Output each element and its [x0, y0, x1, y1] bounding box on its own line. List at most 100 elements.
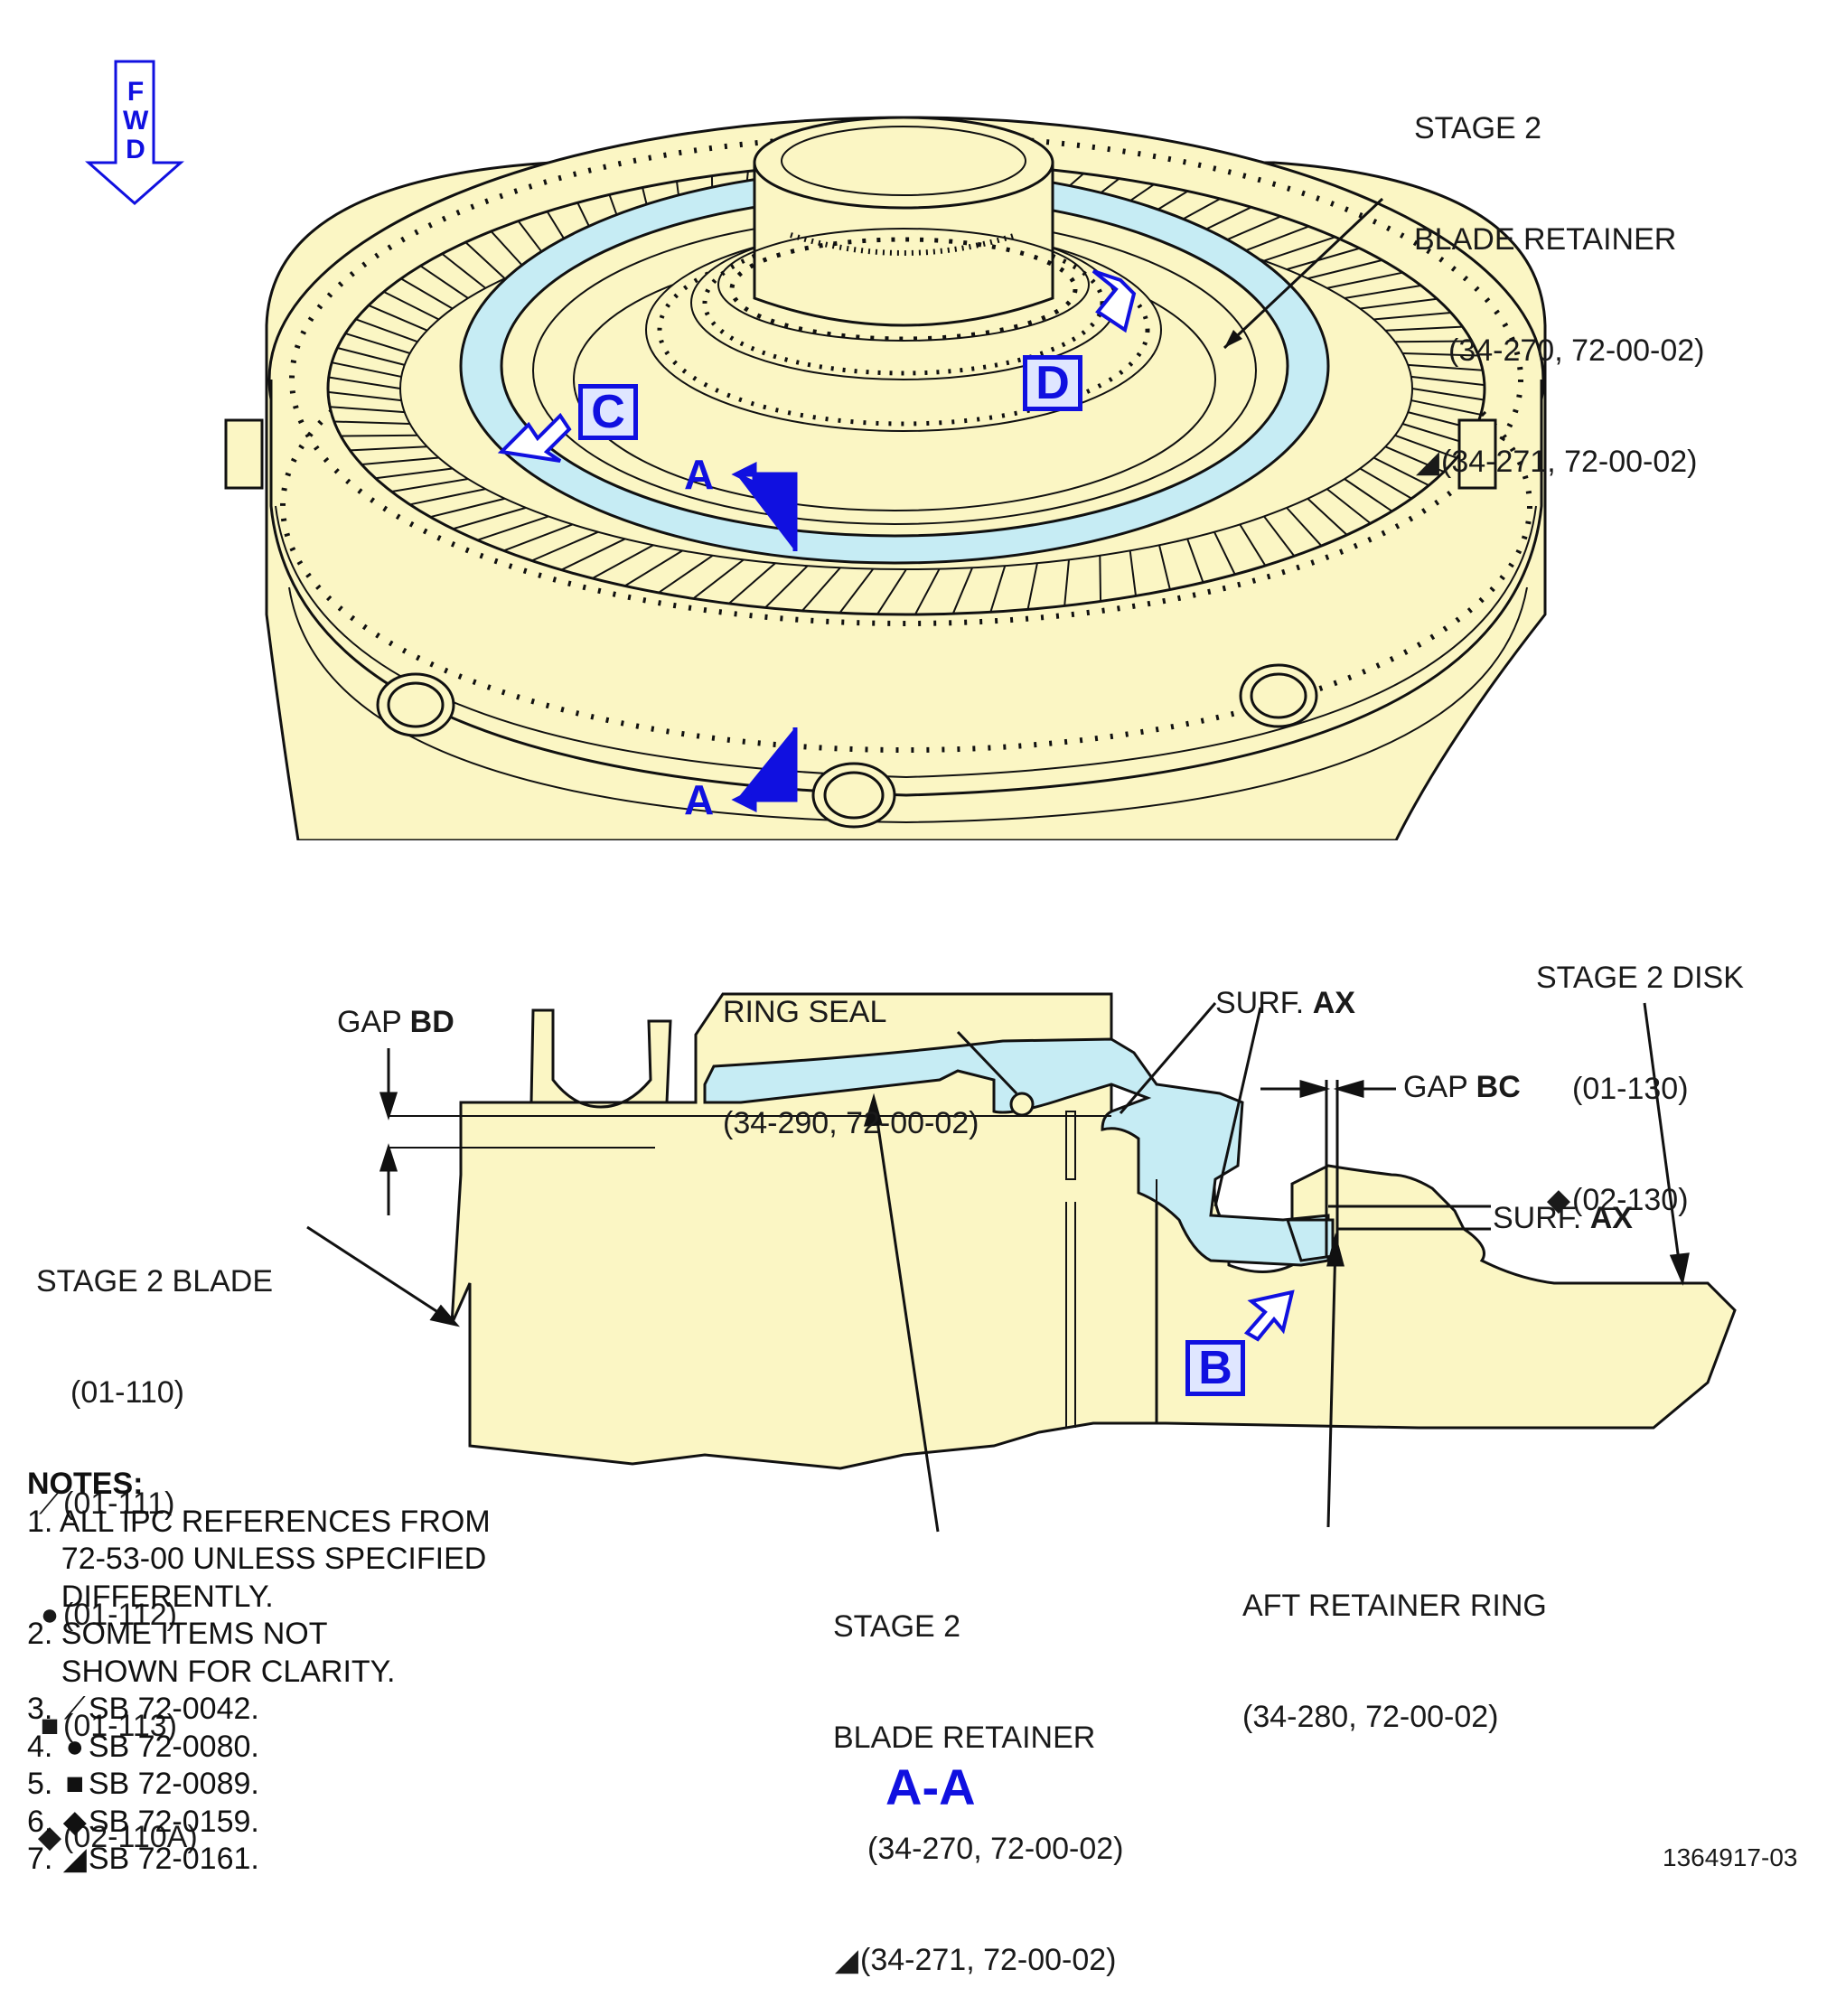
blade-line — [419, 265, 469, 299]
blade-line — [914, 568, 941, 615]
note-number: 5. — [27, 1767, 61, 1801]
ref: (01-113) — [63, 1709, 177, 1743]
blade-line — [453, 506, 527, 530]
blade-line — [1410, 375, 1485, 387]
gap-bc-dimension — [1260, 1079, 1396, 1256]
blade-line — [1286, 507, 1323, 547]
blade-line — [1360, 297, 1438, 310]
blade-line — [1307, 258, 1382, 280]
side-bosses — [224, 418, 1497, 829]
ref: (34-290, 72-00-02) — [723, 1106, 979, 1140]
blade-line — [490, 230, 527, 270]
note-sb: SB 72-0080. — [88, 1729, 259, 1764]
blade-line — [430, 497, 505, 519]
section-title: A-A — [885, 1758, 976, 1815]
blade-line — [1373, 311, 1451, 321]
diamond-icon: ◆ — [37, 1820, 62, 1854]
blade-line — [1344, 284, 1421, 299]
blade-line — [1344, 478, 1393, 512]
blade-line — [1401, 423, 1467, 445]
ref: (01-112) — [63, 1598, 177, 1632]
blade-line — [375, 467, 453, 480]
gap-bd-dimension — [379, 1048, 398, 1215]
blade-line — [989, 565, 1007, 613]
blade-line — [333, 420, 410, 426]
label-line: RING SEAL — [723, 995, 887, 1029]
section-cut-line-a-lower — [731, 727, 798, 813]
blade-line — [1402, 352, 1479, 357]
blade-line — [1129, 550, 1138, 596]
note-line: SHOWN FOR CLARITY. — [27, 1654, 396, 1689]
view-callout-b[interactable]: B — [1185, 1340, 1245, 1396]
blade-line — [1410, 399, 1481, 416]
view-arrow-b — [1243, 1289, 1295, 1342]
ring-seal-section — [1009, 1092, 1035, 1117]
fwd-label: F W D — [123, 78, 148, 164]
notes-block: NOTES: 1. ALL IPC REFERENCES FROM 72-53-… — [27, 1466, 491, 1879]
triangle-flag-icon: ◢ — [834, 1943, 859, 1977]
blade-line — [560, 538, 626, 571]
blade-line — [764, 565, 809, 609]
ref: (34-271, 72-00-02) — [860, 1943, 1117, 1977]
label-line: STAGE 2 — [833, 1609, 961, 1644]
blade-line — [1286, 247, 1360, 271]
label-prefix: GAP — [337, 1005, 410, 1039]
label-code: AX — [1312, 986, 1355, 1020]
ref: (02-130) — [1572, 1183, 1689, 1217]
label-prefix: SURF. — [1493, 1201, 1590, 1235]
label-line: STAGE 2 — [1414, 111, 1542, 145]
blade-line — [464, 241, 506, 279]
fwd-letter-d: D — [126, 135, 145, 164]
blade-line — [350, 445, 427, 452]
view-callout-c[interactable]: C — [578, 384, 638, 440]
slash-icon: ⟋ — [39, 1486, 61, 1521]
section-cut-line-a — [731, 461, 798, 551]
label-prefix: GAP — [1403, 1070, 1476, 1104]
figure-number: 1364917-03 — [1663, 1843, 1798, 1871]
blade-line — [876, 568, 907, 615]
ref: (01-110) — [70, 1375, 184, 1410]
label-stage2-blade-retainer-bottom: STAGE 2 BLADE RETAINER (34-270, 72-00-02… — [833, 1534, 1124, 2016]
blade-line — [328, 376, 401, 389]
view-callout-d[interactable]: D — [1023, 355, 1082, 411]
label-stage2-disk: STAGE 2 DISK (01-130) ◆(02-130) — [1536, 886, 1744, 1256]
blade-line — [692, 558, 745, 600]
blade-line — [1359, 467, 1412, 500]
view-arrow-c — [497, 412, 572, 463]
section-letter-a-bottom: A — [684, 776, 715, 823]
label-gap-bc: GAP BC — [1403, 1069, 1521, 1106]
note-sb: SB 72-0161. — [88, 1842, 259, 1876]
center-hub — [753, 161, 1054, 327]
blade-line — [592, 544, 654, 579]
blade-line — [1411, 388, 1485, 401]
blade-line — [1408, 363, 1483, 371]
ref: (34-280, 72-00-02) — [1242, 1700, 1499, 1734]
slash-icon: ⟋ — [63, 1692, 86, 1726]
note-line: 2. SOME ITEMS NOT — [27, 1617, 328, 1651]
blade-line — [400, 277, 454, 310]
label-aft-retainer-ring: AFT RETAINER RING (34-280, 72-00-02) — [1242, 1514, 1547, 1773]
blade-line — [391, 478, 469, 493]
blade-line — [330, 406, 405, 414]
label-line: AFT RETAINER RING — [1242, 1589, 1547, 1623]
blade-line — [728, 562, 776, 605]
blade-line — [658, 554, 714, 594]
label-line: STAGE 2 DISK — [1536, 961, 1744, 995]
blade-line — [1263, 236, 1335, 262]
illustration — [85, 60, 1737, 1533]
note-number: 3. — [27, 1692, 61, 1726]
blade-line — [368, 304, 428, 332]
fwd-letter-w: W — [123, 106, 149, 136]
label-code: BC — [1476, 1070, 1521, 1104]
triangle-flag-icon: ◢ — [1415, 445, 1440, 479]
ref: (34-270, 72-00-02) — [867, 1832, 1124, 1866]
blade-line — [1326, 488, 1372, 524]
note-line: 1. ALL IPC REFERENCES FROM — [27, 1504, 491, 1539]
ref: (34-271, 72-00-02) — [1441, 445, 1698, 479]
blade-line — [531, 530, 599, 562]
label-ring-seal: RING SEAL (34-290, 72-00-02) — [723, 920, 979, 1179]
blade-line — [1394, 340, 1472, 343]
note-sb: SB 72-0042. — [88, 1692, 259, 1726]
note-number: 6. — [27, 1804, 61, 1839]
label-surf-ax-upper: SURF. AX — [1215, 985, 1355, 1022]
